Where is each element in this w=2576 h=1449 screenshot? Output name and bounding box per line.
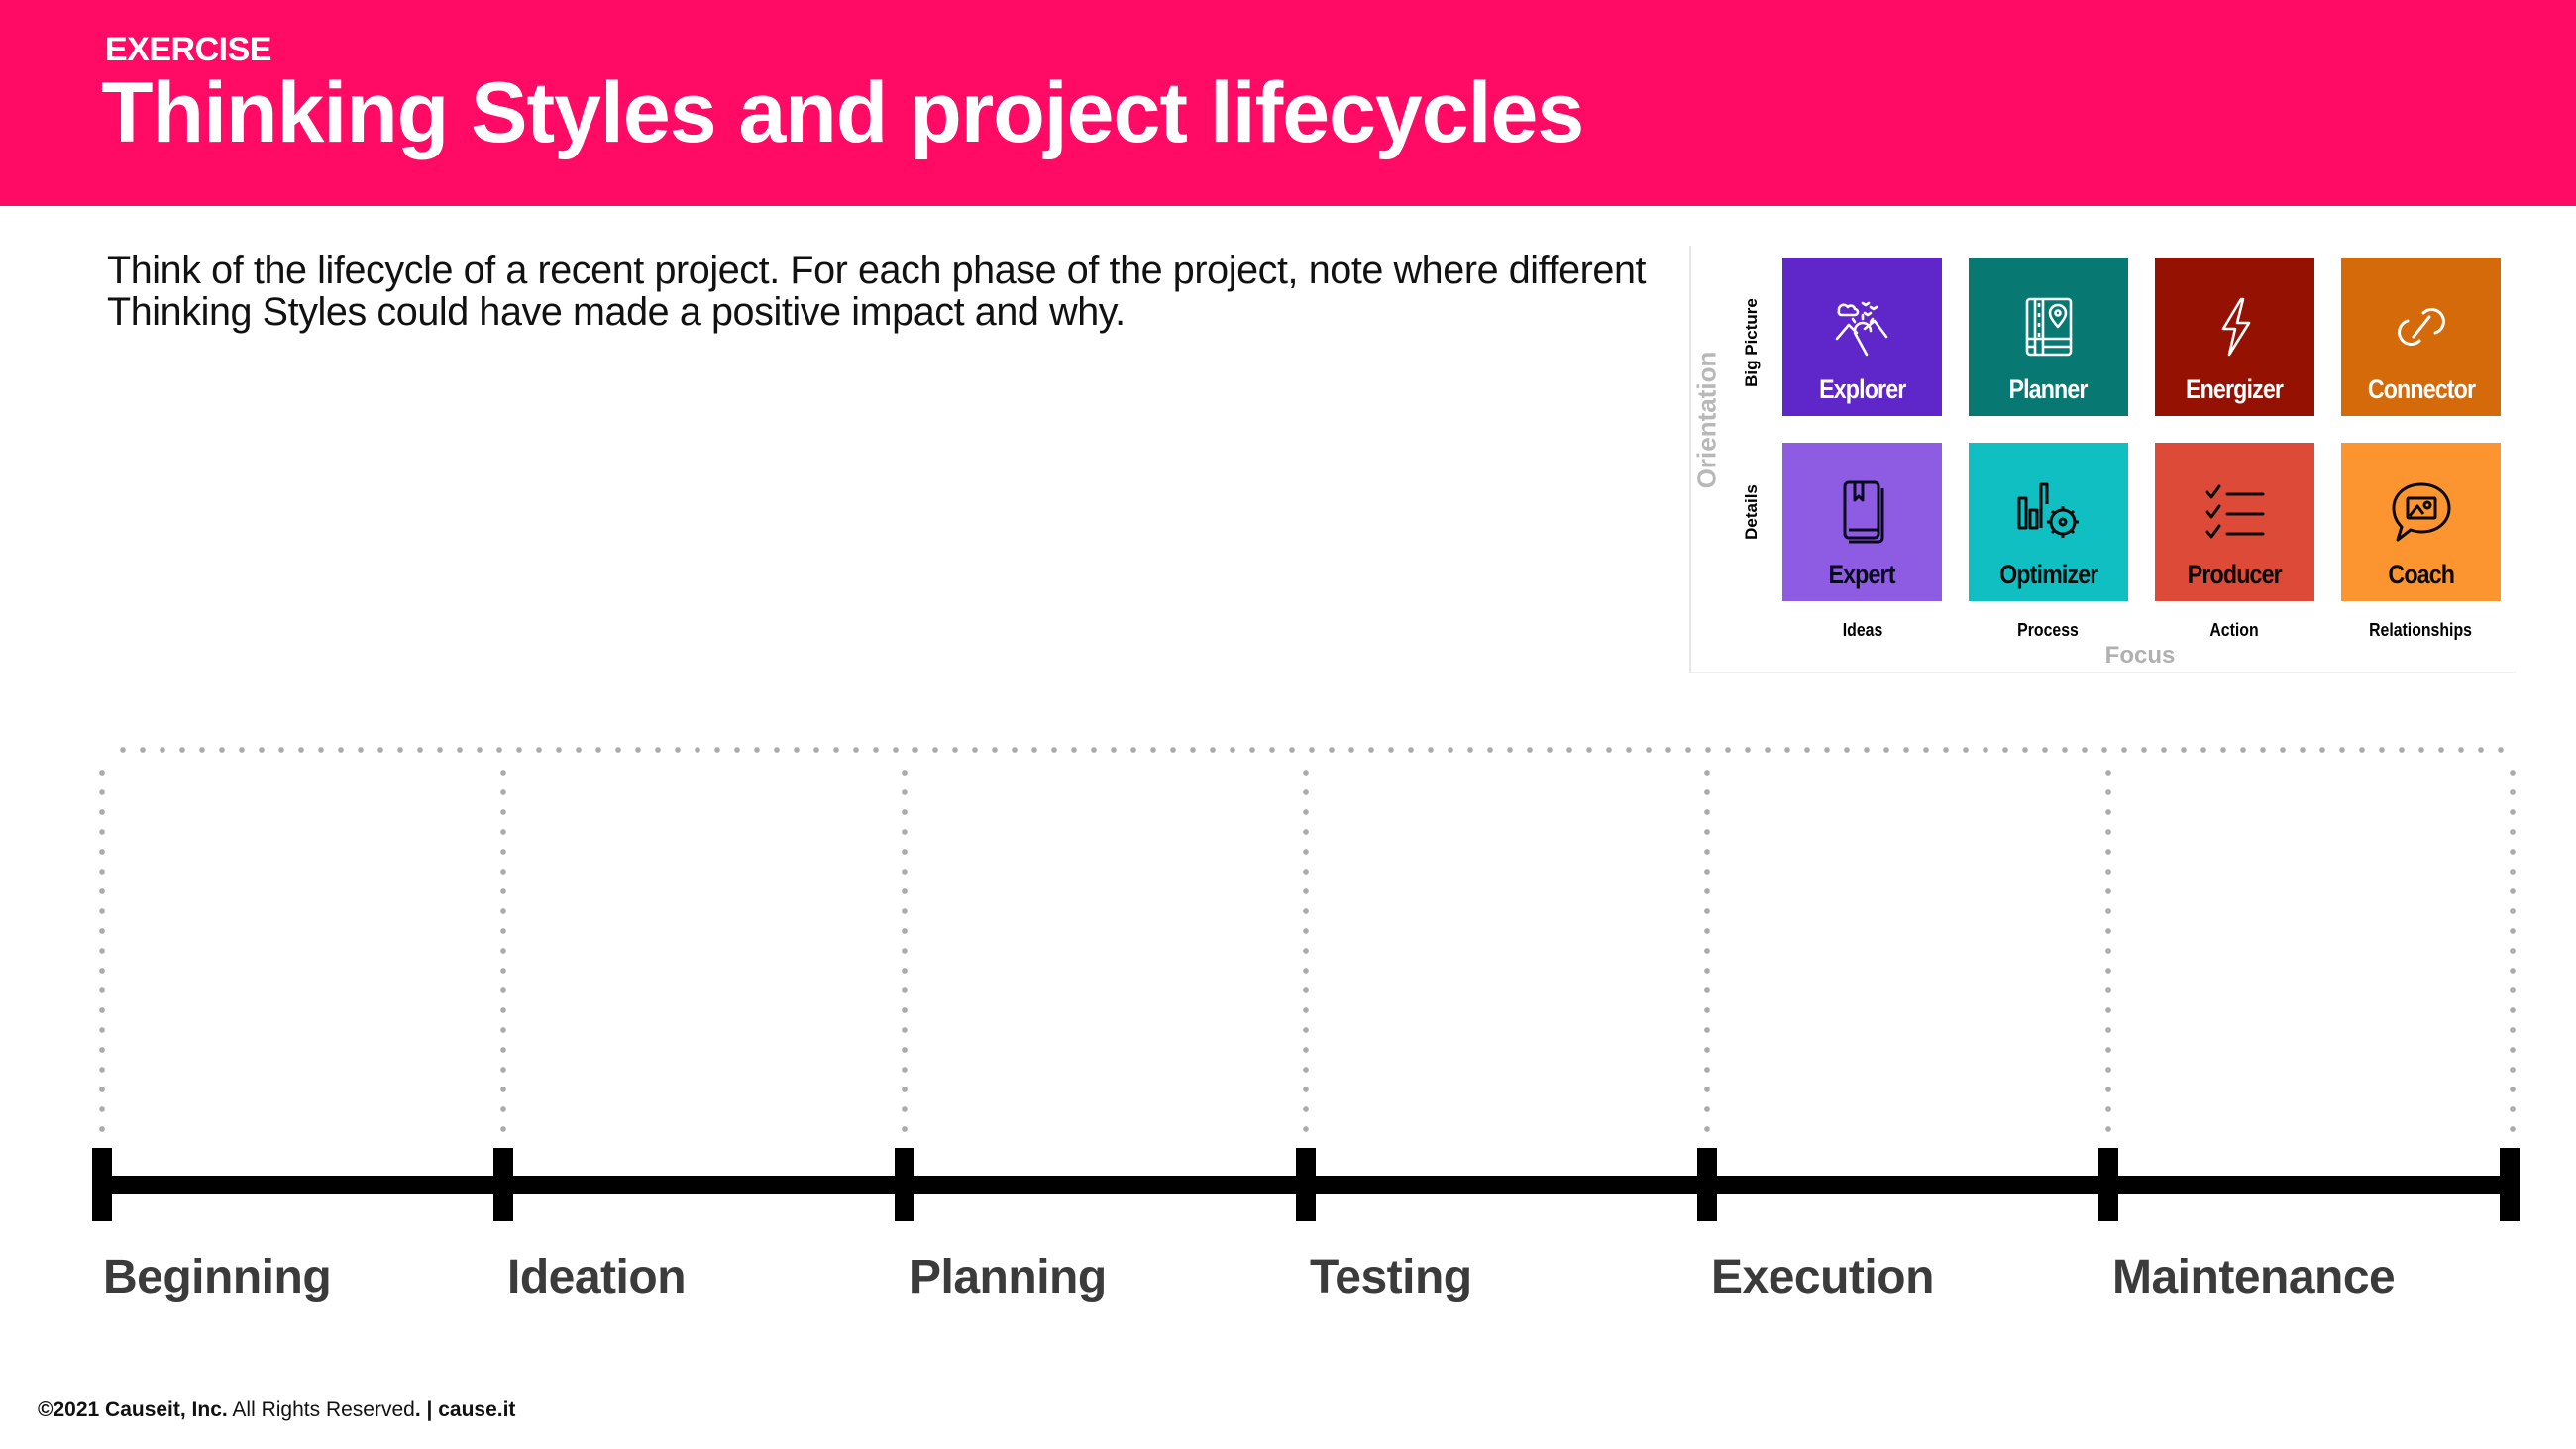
timeline-tick bbox=[2098, 1148, 2118, 1221]
tile-label: Energizer bbox=[2186, 374, 2284, 404]
eyebrow-label: EXERCISE bbox=[105, 31, 271, 68]
tile-explorer: Explorer bbox=[1782, 258, 1942, 416]
instructions-text: Think of the lifecycle of a recent proje… bbox=[107, 249, 1647, 334]
timeline-dotted-divider bbox=[99, 763, 105, 1137]
column-label-process: Process bbox=[2017, 620, 2079, 640]
thinking-styles-grid bbox=[1689, 246, 2516, 673]
tile-label: Connector bbox=[2367, 374, 2475, 404]
focus-axis-label: Focus bbox=[2098, 642, 2182, 670]
column-label-action: Action bbox=[2209, 620, 2259, 640]
timeline-dotted-divider bbox=[1704, 763, 1710, 1137]
timeline-dotted-divider bbox=[1303, 763, 1309, 1137]
tile-label: Explorer bbox=[1818, 374, 1906, 404]
timeline-tick bbox=[895, 1148, 914, 1221]
row-label-details: Details bbox=[1742, 484, 1761, 540]
timeline-tick bbox=[493, 1148, 513, 1221]
copyright-owner: ©2021 Causeit, Inc. bbox=[38, 1398, 228, 1421]
header-banner bbox=[0, 0, 2576, 206]
phase-label-beginning: Beginning bbox=[103, 1251, 332, 1303]
phase-label-execution: Execution bbox=[1711, 1251, 1934, 1303]
row-label-big-picture: Big Picture bbox=[1742, 298, 1761, 387]
tile-label: Coach bbox=[2388, 560, 2455, 589]
chain-link-icon bbox=[2397, 308, 2445, 346]
tile-label: Optimizer bbox=[1998, 560, 2098, 589]
phase-notes-area-planning[interactable] bbox=[910, 757, 1301, 1133]
speech-bubble-image-icon bbox=[2392, 482, 2450, 542]
timeline-tick bbox=[1296, 1148, 1316, 1221]
timeline-dotted-divider bbox=[2510, 763, 2516, 1137]
checklist-icon bbox=[2205, 484, 2264, 539]
timeline-tick bbox=[92, 1148, 112, 1221]
book-icon bbox=[1843, 480, 1883, 544]
column-label-ideas: Ideas bbox=[1842, 620, 1883, 640]
timeline-dotted-divider bbox=[500, 763, 506, 1137]
tile-energizer: Energizer bbox=[2155, 258, 2314, 416]
tile-expert: Expert bbox=[1782, 443, 1942, 601]
timeline-tick bbox=[1697, 1148, 1717, 1221]
phase-label-ideation: Ideation bbox=[507, 1251, 687, 1303]
phase-notes-area-testing[interactable] bbox=[1311, 757, 1702, 1133]
page-title: Thinking Styles and project lifecycles bbox=[101, 65, 1584, 160]
phase-notes-area-maintenance[interactable] bbox=[2113, 757, 2508, 1133]
tile-planner: Planner bbox=[1969, 258, 2128, 416]
phase-label-maintenance: Maintenance bbox=[2112, 1251, 2396, 1303]
chart-gear-icon bbox=[2017, 482, 2079, 538]
lightning-bolt-icon bbox=[2221, 297, 2250, 357]
phase-notes-area-beginning[interactable] bbox=[107, 757, 498, 1133]
rights-text: All Rights Reserved bbox=[227, 1398, 415, 1421]
phase-notes-area-execution[interactable] bbox=[1712, 757, 2103, 1133]
phase-label-testing: Testing bbox=[1310, 1251, 1472, 1303]
footer-copyright: ©2021 Causeit, Inc. All Rights Reserved.… bbox=[38, 1398, 515, 1422]
site-link[interactable]: cause.it bbox=[438, 1398, 516, 1421]
tile-coach: Coach bbox=[2341, 443, 2501, 601]
timeline-dotted-divider bbox=[902, 763, 908, 1137]
tile-label: Planner bbox=[2008, 374, 2089, 404]
tile-connector: Connector bbox=[2341, 258, 2501, 416]
timeline-dotted-top-border bbox=[113, 747, 2517, 753]
explorer-landscape-icon bbox=[1835, 301, 1887, 357]
tile-label: Producer bbox=[2187, 560, 2283, 589]
tile-producer: Producer bbox=[2155, 443, 2314, 601]
tile-label: Expert bbox=[1828, 560, 1896, 589]
timeline-dotted-divider bbox=[2105, 763, 2111, 1137]
map-book-icon bbox=[2025, 297, 2072, 357]
tile-optimizer: Optimizer bbox=[1969, 443, 2128, 601]
column-label-relationships: Relationships bbox=[2369, 620, 2472, 640]
phase-label-planning: Planning bbox=[910, 1251, 1107, 1303]
phase-notes-area-ideation[interactable] bbox=[508, 757, 900, 1133]
timeline-tick bbox=[2500, 1148, 2520, 1221]
separator: . | bbox=[414, 1398, 439, 1421]
orientation-axis-label: Orientation bbox=[1691, 351, 1722, 489]
